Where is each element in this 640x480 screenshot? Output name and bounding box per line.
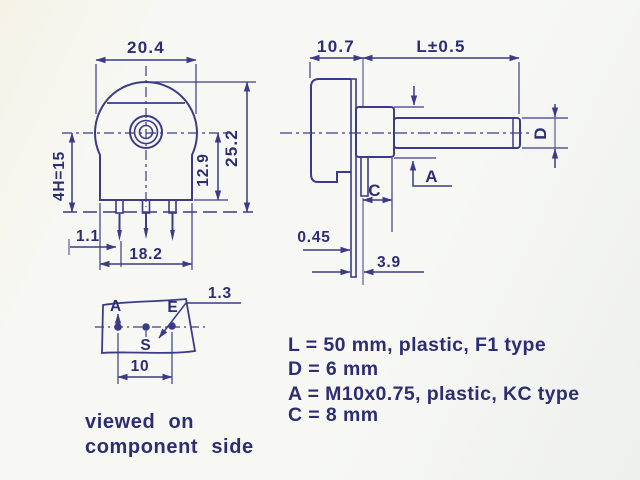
spec-line-l: L = 50 mm, plastic, F1 type [288, 334, 546, 356]
front-view: 20.4 25.2 12.9 4H=15 1.1 18.2 [51, 38, 256, 270]
dim-label-a: A [425, 167, 438, 186]
dim-bushing-length: C [362, 158, 393, 232]
side-body-outline [310, 78, 351, 183]
dim-label-25-2: 25.2 [222, 129, 241, 167]
spec-line-c: C = 8 mm [288, 404, 378, 426]
side-view: 10.7 L±0.5 A C 0.45 [280, 37, 568, 285]
solder-pins [115, 199, 177, 267]
pin-hole-e [168, 322, 176, 330]
dim-label-1-3: 1.3 [208, 285, 232, 302]
dim-pin-width: 1.1 [68, 228, 117, 255]
pin-label-a: A [110, 298, 122, 315]
rear-plate [350, 78, 357, 278]
dim-height: 25.2 [150, 81, 256, 213]
dim-label-4h-15: 4H=15 [51, 151, 68, 201]
spec-line-d: D = 6 mm [288, 358, 378, 380]
dim-label-12-9: 12.9 [195, 153, 212, 186]
dim-label-20-4: 20.4 [127, 38, 165, 57]
dim-pin-diameter: 1.3 [158, 285, 241, 339]
pcb-sketch-outline [101, 298, 197, 354]
thread-callout: A [394, 86, 452, 187]
dim-shaft-length: L±0.5 [362, 37, 520, 114]
dim-label-c: C [368, 181, 381, 200]
dim-body-depth: 10.7 [309, 37, 364, 78]
pin-layout-view: A E S 1.3 10 viewed on component side [85, 285, 254, 458]
pot-body-outline [94, 81, 198, 201]
shaft [393, 117, 521, 149]
dim-label-3-9: 3.9 [377, 254, 401, 271]
dim-label-10-7: 10.7 [317, 37, 355, 56]
dim-pin-spacing: 10 [117, 332, 173, 384]
dim-label-1-1: 1.1 [76, 228, 100, 245]
pin-hole-s [142, 323, 150, 331]
pin-label-e: E [167, 299, 178, 316]
dim-center-to-base: 12.9 [194, 132, 228, 201]
dim-label-18-2: 18.2 [129, 246, 162, 263]
pin-label-s: S [140, 337, 151, 354]
locating-peg [360, 157, 369, 197]
spec-list: L = 50 mm, plastic, F1 type D = 6 mm A =… [288, 334, 579, 426]
dim-width-bottom: 18.2 [99, 203, 193, 270]
threaded-bushing [355, 106, 395, 158]
dim-plate-thickness: 0.45 [297, 229, 351, 254]
caption-component-side: component side [85, 436, 254, 458]
caption-viewed-on: viewed on [85, 411, 194, 433]
dim-pin-length: 4H=15 [51, 132, 76, 213]
dim-plate-offset: 3.9 [312, 254, 424, 276]
dim-label-0-45: 0.45 [297, 229, 330, 246]
dim-label-10: 10 [131, 358, 150, 375]
spec-line-a: A = M10x0.75, plastic, KC type [288, 383, 579, 405]
dim-shaft-diameter: D [522, 104, 568, 168]
dim-width-top: 20.4 [95, 38, 197, 114]
dim-label-shaft-length: L±0.5 [416, 37, 465, 56]
dim-label-d: D [531, 126, 550, 139]
